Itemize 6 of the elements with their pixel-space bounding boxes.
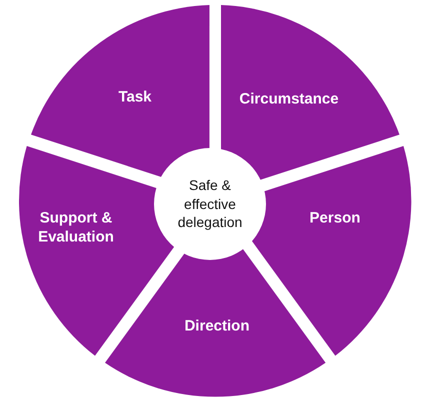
- segment-label: Support & Evaluation: [37, 208, 115, 248]
- center-label: Safe & effective delegation: [176, 176, 244, 232]
- segment-label: Person: [310, 208, 360, 228]
- segment-label: Task: [118, 87, 152, 107]
- segment-label: Circumstance: [239, 89, 339, 109]
- segment-label: Direction: [184, 316, 250, 336]
